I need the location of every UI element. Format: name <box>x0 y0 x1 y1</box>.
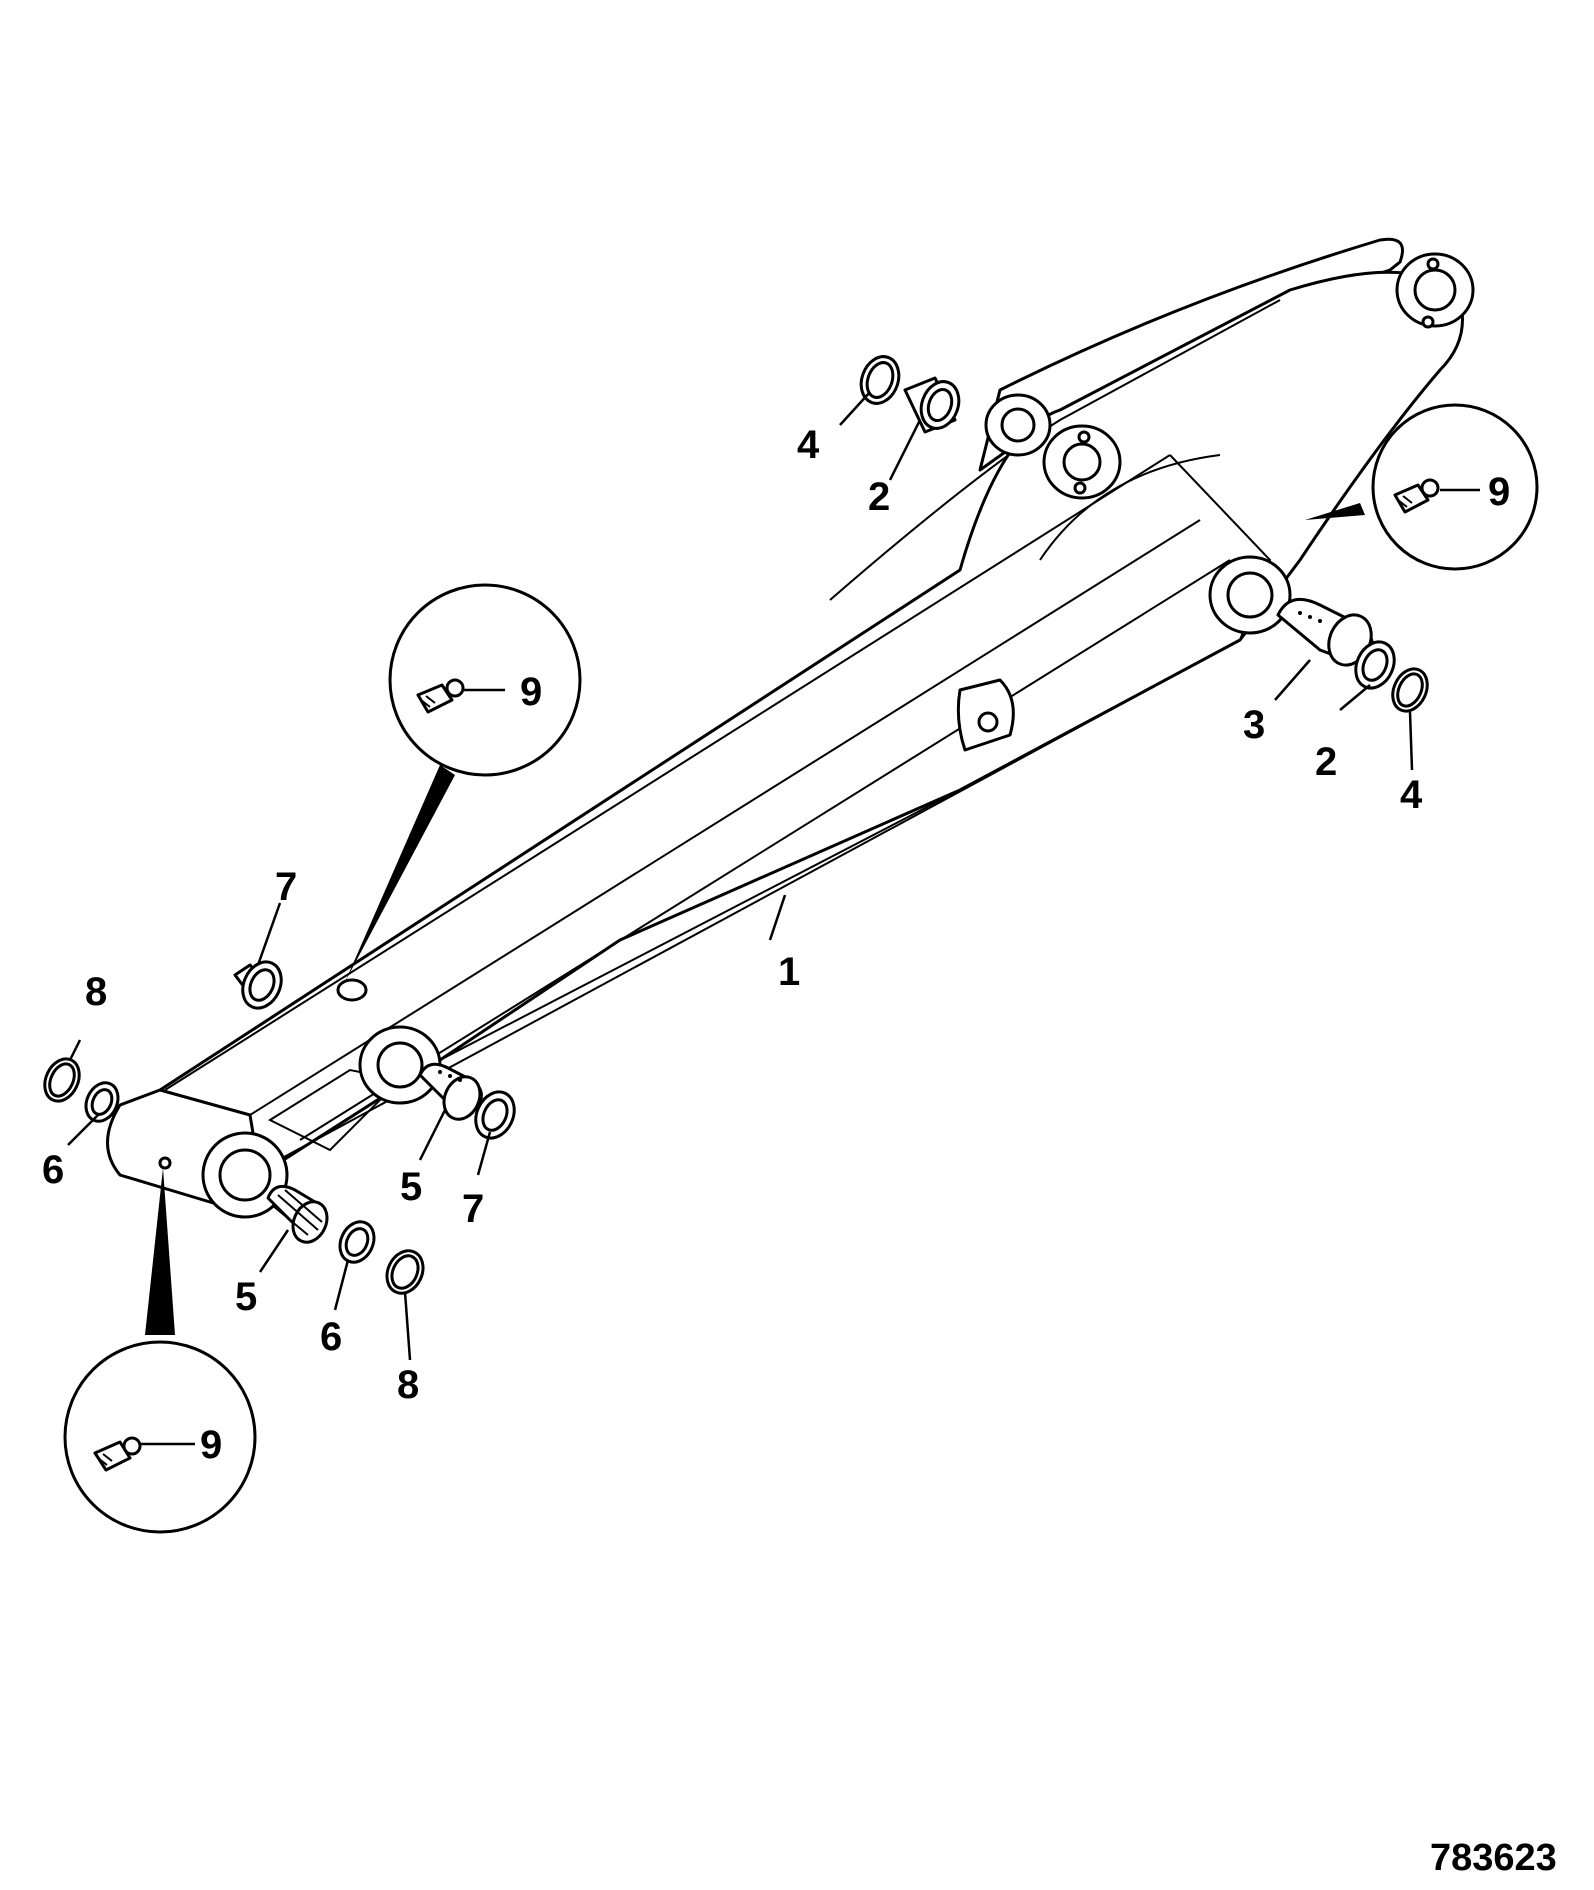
callout-5-lower: 5 <box>235 1275 257 1319</box>
callout-6-left: 6 <box>42 1148 64 1192</box>
callout-2-right: 2 <box>1315 740 1337 784</box>
bush-6-lower <box>338 1220 376 1264</box>
boom-foot <box>106 978 442 1219</box>
callout-7-top: 7 <box>275 865 297 909</box>
bush-7-top <box>233 960 283 1010</box>
figure-number: 783623 <box>1430 1837 1557 1879</box>
callout-1: 1 <box>778 950 800 994</box>
callout-9-lower: 9 <box>200 1423 222 1467</box>
bush-2-right <box>1354 640 1396 690</box>
callout-2-top: 2 <box>868 475 890 519</box>
callout-5-upper: 5 <box>400 1165 422 1209</box>
callout-4-right: 4 <box>1400 773 1423 817</box>
needle-bearing-5-lower <box>266 1184 329 1244</box>
bush-2-top <box>903 376 961 434</box>
boom-head-lugs <box>984 252 1475 500</box>
pin-bush-5-upper <box>418 1062 483 1121</box>
detail-grease-nipple-lower <box>63 1168 257 1534</box>
callout-4-top: 4 <box>797 423 820 467</box>
callout-8-lower: 8 <box>397 1363 419 1407</box>
detail-grease-nipple-right <box>1305 403 1539 571</box>
seal-8-left <box>43 1057 81 1103</box>
callout-8-left: 8 <box>85 970 107 1014</box>
callout-labels: 1 2 2 3 4 4 5 5 6 6 7 7 8 8 9 9 9 <box>42 423 1510 1467</box>
callout-3: 3 <box>1243 703 1265 747</box>
callout-6-lower: 6 <box>320 1315 342 1359</box>
seal-8-lower <box>385 1249 425 1295</box>
callout-9-middle: 9 <box>520 670 542 714</box>
bush-7-right <box>474 1090 516 1140</box>
callout-9-right: 9 <box>1488 470 1510 514</box>
boom-ram-pivot <box>956 555 1292 752</box>
seal-4-top <box>859 355 901 405</box>
detail-grease-nipple-middle <box>345 583 582 982</box>
callout-7-right: 7 <box>462 1187 484 1231</box>
leader-lines <box>67 391 1480 1446</box>
seal-4-right <box>1391 667 1429 713</box>
boom-arm <box>158 237 1464 1202</box>
bush-6-left <box>84 1081 120 1123</box>
